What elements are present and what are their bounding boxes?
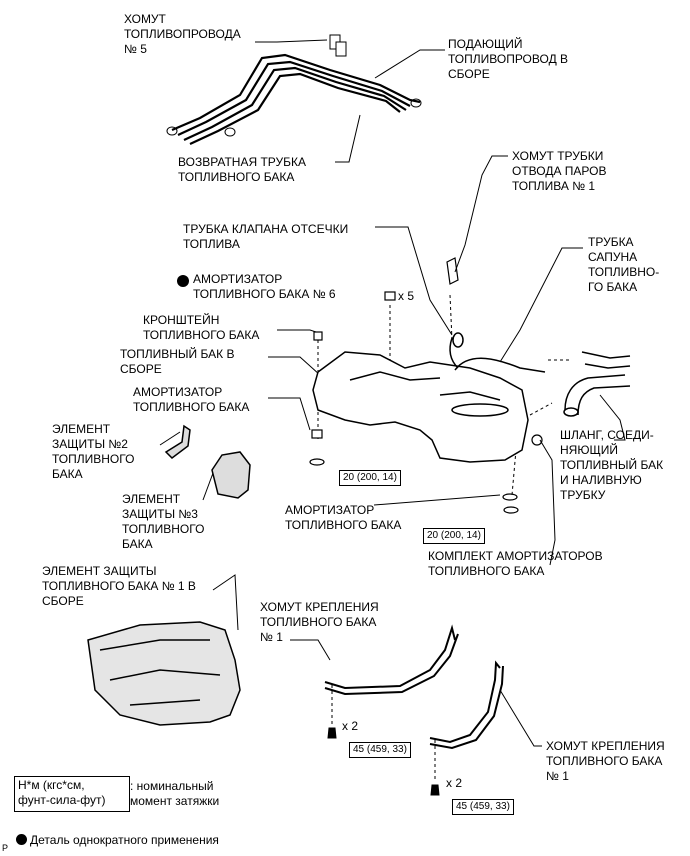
- label-return-tube: ВОЗВРАТНАЯ ТРУБКА ТОПЛИВНОГО БАКА: [178, 155, 307, 184]
- label-filler-hose: ШЛАНГ, СОЕДИ- НЯЮЩИЙ ТОПЛИВНЫЙ БАК И НАЛ…: [560, 428, 664, 502]
- small-parts: [309, 257, 543, 514]
- label-tank-bracket: КРОНШТЕЙН ТОПЛИВНОГО БАКА: [143, 313, 260, 342]
- non-reusable-dot-icon: [177, 275, 189, 287]
- quantity-multiplier: x 2: [342, 719, 359, 733]
- label-cushion-center: АМОРТИЗАТОР ТОПЛИВНОГО БАКА: [285, 503, 402, 532]
- bolt-shapes: [327, 727, 440, 796]
- filler-hose-shape: [563, 351, 631, 417]
- legend-non-reusable: Деталь однократного применения: [16, 818, 219, 848]
- label-cushion-6: АМОРТИЗАТОР ТОПЛИВНОГО БАКА № 6: [193, 272, 336, 301]
- label-vapor-clamp: ХОМУТ ТРУБКИ ОТВОДА ПАРОВ ТОПЛИВА № 1: [512, 149, 607, 193]
- legend-non-reusable-text: Деталь однократного применения: [30, 833, 219, 847]
- label-protector-1: ЭЛЕМЕНТ ЗАЩИТЫ ТОПЛИВНОГО БАКА № 1 В СБО…: [42, 564, 196, 608]
- label-band-1-upper: ХОМУТ КРЕПЛЕНИЯ ТОПЛИВНОГО БАКА № 1: [260, 600, 379, 644]
- label-protector-3: ЭЛЕМЕНТ ЗАЩИТЫ №3 ТОПЛИВНОГО БАКА: [122, 492, 205, 551]
- label-cushion-set: КОМПЛЕКТ АМОРТИЗАТОРОВ ТОПЛИВНОГО БАКА: [428, 549, 603, 578]
- label-cutoff-valve-tube: ТРУБКА КЛАПАНА ОТСЕЧКИ ТОПЛИВА: [183, 222, 349, 251]
- non-reusable-dot-icon: [16, 834, 27, 845]
- label-breather-tube: ТРУБКА САПУНА ТОПЛИВНО- ГО БАКА: [588, 235, 660, 294]
- tank-band-shapes: [324, 624, 504, 750]
- torque-callout: 45 (459, 33): [452, 799, 514, 815]
- protector-3-shape: [211, 451, 251, 499]
- protector-2-shape: [164, 424, 191, 459]
- label-band-1-lower: ХОМУТ КРЕПЛЕНИЯ ТОПЛИВНОГО БАКА № 1: [546, 739, 665, 783]
- label-pipe-clamp-5: ХОМУТ ТОПЛИВОПРОВОДА № 5: [124, 12, 241, 56]
- fuel-tank-shape: [312, 332, 546, 463]
- torque-callout: 20 (200, 14): [423, 528, 485, 544]
- legend-unit-description: : номинальный момент затяжки: [130, 779, 220, 808]
- label-main-fuel-tube: ПОДАЮЩИЙ ТОПЛИВОПРОВОД В СБОРЕ: [448, 37, 569, 81]
- torque-callout: 45 (459, 33): [349, 742, 411, 758]
- protector-1-shape: [87, 621, 241, 726]
- quantity-multiplier: x 2: [446, 776, 463, 790]
- torque-callout: 20 (200, 14): [339, 470, 401, 486]
- label-tank-assy: ТОПЛИВНЫЙ БАК В СБОРЕ: [120, 347, 235, 376]
- label-cushion-left: АМОРТИЗАТОР ТОПЛИВНОГО БАКА: [133, 385, 250, 414]
- quantity-multiplier: x 5: [398, 289, 415, 303]
- legend-unit-box: Н*м (кгс*см, фунт-сила-фут): [14, 776, 130, 812]
- fuel-pipe-bundle: [166, 34, 422, 145]
- label-protector-2: ЭЛЕМЕНТ ЗАЩИТЫ №2 ТОПЛИВНОГО БАКА: [52, 422, 135, 481]
- corner-mark: P: [2, 843, 9, 853]
